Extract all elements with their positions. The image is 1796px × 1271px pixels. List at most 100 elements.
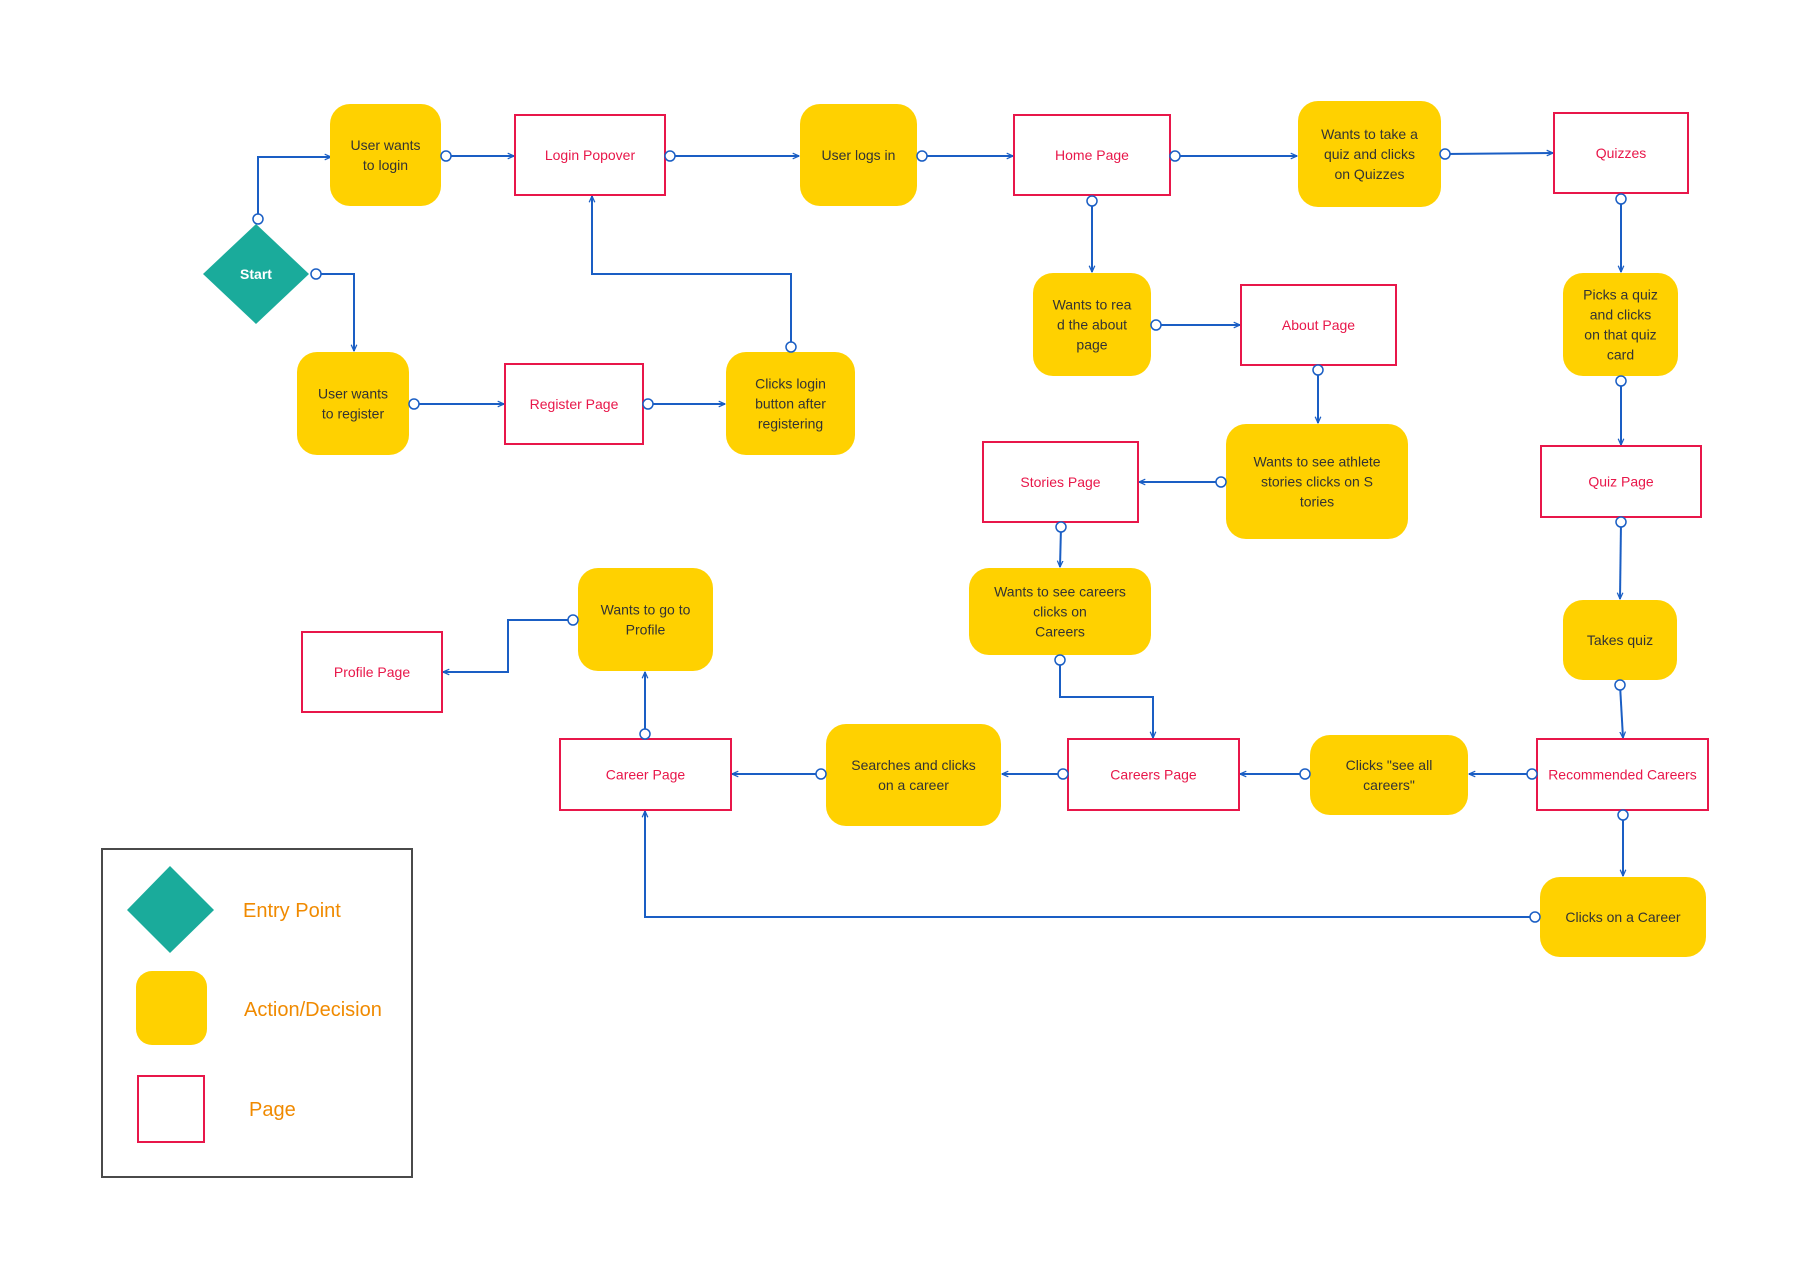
page-shape — [1013, 114, 1171, 196]
action-shape — [330, 104, 441, 206]
node-careers-page: Careers Page — [1067, 738, 1240, 811]
node-label-line: careers" — [1363, 777, 1415, 793]
edge-stories-page-to-see-careers — [1060, 526, 1061, 567]
action-shape — [969, 568, 1151, 655]
connection-port — [310, 268, 322, 280]
connection-port — [1615, 193, 1627, 205]
connection-port — [815, 768, 827, 780]
connection-port — [1614, 679, 1626, 691]
node-profile-page: Profile Page — [301, 631, 443, 713]
node-label-line: Searches and clicks — [851, 757, 976, 773]
node-label-line: Start — [240, 266, 272, 282]
connection-port — [440, 150, 452, 162]
node-label-line: clicks on — [1033, 604, 1087, 620]
node-label-line: on a career — [878, 777, 949, 793]
node-label-line: Takes quiz — [1587, 632, 1653, 648]
connection-port — [1312, 364, 1324, 376]
node-label-line: Stories Page — [1020, 474, 1100, 490]
connection-port — [1055, 521, 1067, 533]
node-label-line: Wants to see careers — [994, 584, 1126, 600]
node-label-line: Quiz Page — [1588, 474, 1654, 490]
node-recommended-careers: Recommended Careers — [1536, 738, 1709, 811]
connection-port — [916, 150, 928, 162]
node-label-line: page — [1076, 337, 1107, 353]
connection-port — [1439, 148, 1451, 160]
page-shape — [1553, 112, 1689, 194]
node-label-line: User wants — [350, 137, 420, 153]
node-label-line: Login Popover — [545, 147, 636, 163]
node-see-careers: Wants to see careers clicks on Careers — [969, 568, 1151, 655]
legend-action-label: Action/Decision — [244, 999, 382, 1021]
node-login-popover: Login Popover — [514, 114, 666, 196]
node-user-logs-in: User logs in — [800, 104, 917, 206]
ports-layer — [252, 148, 1629, 923]
page-shape — [1240, 284, 1397, 366]
action-shape — [297, 352, 409, 455]
connection-port — [1054, 654, 1066, 666]
action-shape — [1563, 273, 1678, 376]
connection-port — [1086, 195, 1098, 207]
connection-port — [1529, 911, 1541, 923]
action-shape — [1310, 735, 1468, 815]
node-label-line: Careers Page — [1110, 767, 1197, 783]
node-label-line: Register Page — [530, 396, 619, 412]
connection-port — [408, 398, 420, 410]
node-label-line: Picks a quiz — [1583, 287, 1658, 303]
page-shape — [301, 631, 443, 713]
action-shape — [826, 724, 1001, 826]
legend-action-shape — [136, 971, 207, 1045]
connection-port — [1526, 768, 1538, 780]
edge-take-quiz-to-quizzes — [1444, 153, 1553, 154]
node-label-line: registering — [758, 416, 823, 432]
page-shape — [1067, 738, 1240, 811]
node-searches-career: Searches and clicks on a career — [826, 724, 1001, 826]
connection-port — [1617, 809, 1629, 821]
action-shape — [1033, 273, 1151, 376]
edge-start-to-user-register — [316, 273, 354, 351]
action-shape — [800, 104, 917, 206]
start-diamond — [203, 224, 309, 324]
connection-port — [1057, 768, 1069, 780]
node-label-line: to register — [322, 406, 385, 422]
connection-port — [567, 614, 579, 626]
connection-port — [252, 213, 264, 225]
node-label-line: Careers — [1035, 624, 1085, 640]
node-label-line: User wants — [318, 386, 388, 402]
connection-port — [1299, 768, 1311, 780]
edge-takes-quiz-to-recommended-careers — [1619, 684, 1623, 738]
legend-page-shape — [137, 1075, 205, 1143]
node-label-line: Home Page — [1055, 147, 1129, 163]
node-label-line: d the about — [1057, 317, 1127, 333]
node-label-line: Profile Page — [334, 664, 410, 680]
page-shape — [559, 738, 732, 811]
action-shape — [726, 352, 855, 455]
node-label-line: tories — [1300, 494, 1334, 510]
node-about-page: About Page — [1240, 284, 1397, 366]
node-career-page: Career Page — [559, 738, 732, 811]
node-takes-quiz: Takes quiz — [1563, 600, 1677, 680]
node-quiz-page: Quiz Page — [1540, 445, 1702, 518]
action-shape — [1540, 877, 1706, 957]
node-label-line: Wants to take a — [1321, 126, 1418, 142]
connection-port — [1169, 150, 1181, 162]
edge-go-profile-to-profile-page — [443, 619, 573, 672]
node-label-line: on Quizzes — [1334, 166, 1404, 182]
legend-entry-point-shape — [127, 866, 214, 953]
node-label-line: Quizzes — [1596, 145, 1647, 161]
action-shape — [1226, 424, 1408, 539]
action-shape — [578, 568, 713, 671]
action-shape — [1298, 101, 1441, 207]
node-label-line: About Page — [1282, 317, 1355, 333]
connection-port — [642, 398, 654, 410]
edge-see-careers-to-careers-page — [1059, 660, 1153, 738]
node-stories-page: Stories Page — [982, 441, 1139, 523]
node-label-line: card — [1607, 347, 1634, 363]
connection-port — [1615, 375, 1627, 387]
page-shape — [514, 114, 666, 196]
